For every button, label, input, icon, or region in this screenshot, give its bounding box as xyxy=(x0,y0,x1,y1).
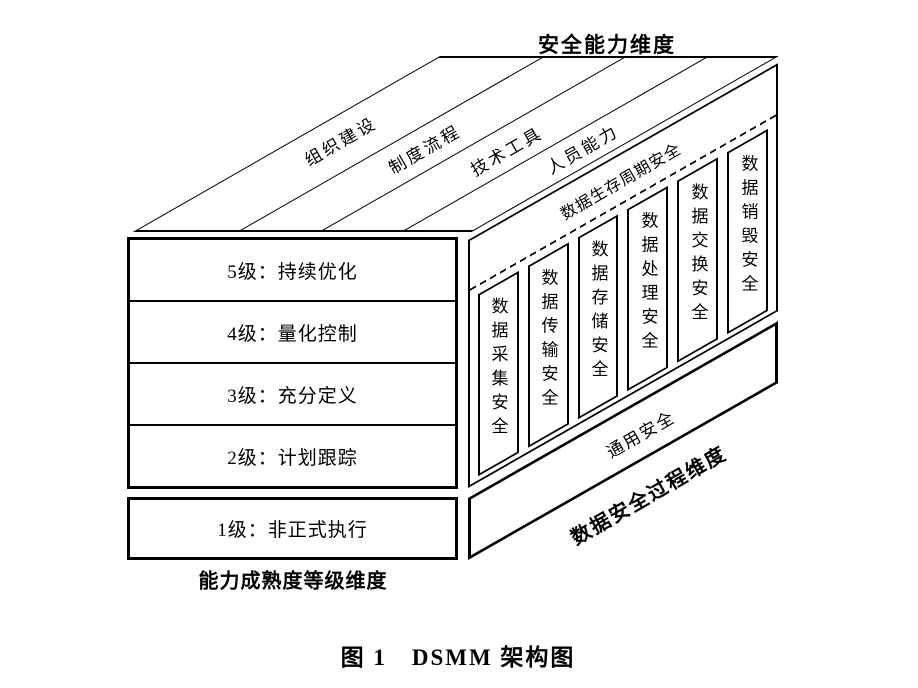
lifecycle-column-collection: 数据采集安全 xyxy=(478,271,519,477)
maturity-axis-label: 能力成熟度等级维度 xyxy=(198,570,388,593)
lifecycle-column-label: 数据传输安全 xyxy=(538,268,558,413)
lifecycle-column-exchange: 数据交换安全 xyxy=(677,157,719,363)
level-row-3: 3级：充分定义 xyxy=(130,364,455,426)
maturity-levels-box: 5级：持续优化 4级：量化控制 3级：充分定义 2级：计划跟踪 xyxy=(127,237,458,489)
lifecycle-column-destruction: 数据销毁安全 xyxy=(727,128,768,335)
lifecycle-column-processing: 数据处理安全 xyxy=(627,185,669,392)
lifecycle-column-label: 数据销毁安全 xyxy=(738,154,758,299)
figure-caption: 图 1 DSMM 架构图 xyxy=(340,645,576,670)
capability-dimension-title: 安全能力维度 xyxy=(538,34,676,57)
lifecycle-column-label: 数据交换安全 xyxy=(688,183,708,328)
level-row-1: 1级：非正式执行 xyxy=(127,497,458,560)
lifecycle-column-storage: 数据存储安全 xyxy=(577,214,619,420)
level-row-5: 5级：持续优化 xyxy=(130,240,455,302)
lifecycle-column-label: 数据采集安全 xyxy=(488,296,508,441)
level-row-2: 2级：计划跟踪 xyxy=(227,447,358,469)
lifecycle-column-transmission: 数据传输安全 xyxy=(527,242,569,448)
lifecycle-column-label: 数据处理安全 xyxy=(638,211,658,356)
lifecycle-column-label: 数据存储安全 xyxy=(588,239,608,384)
level-row-4: 4级：量化控制 xyxy=(130,302,455,364)
